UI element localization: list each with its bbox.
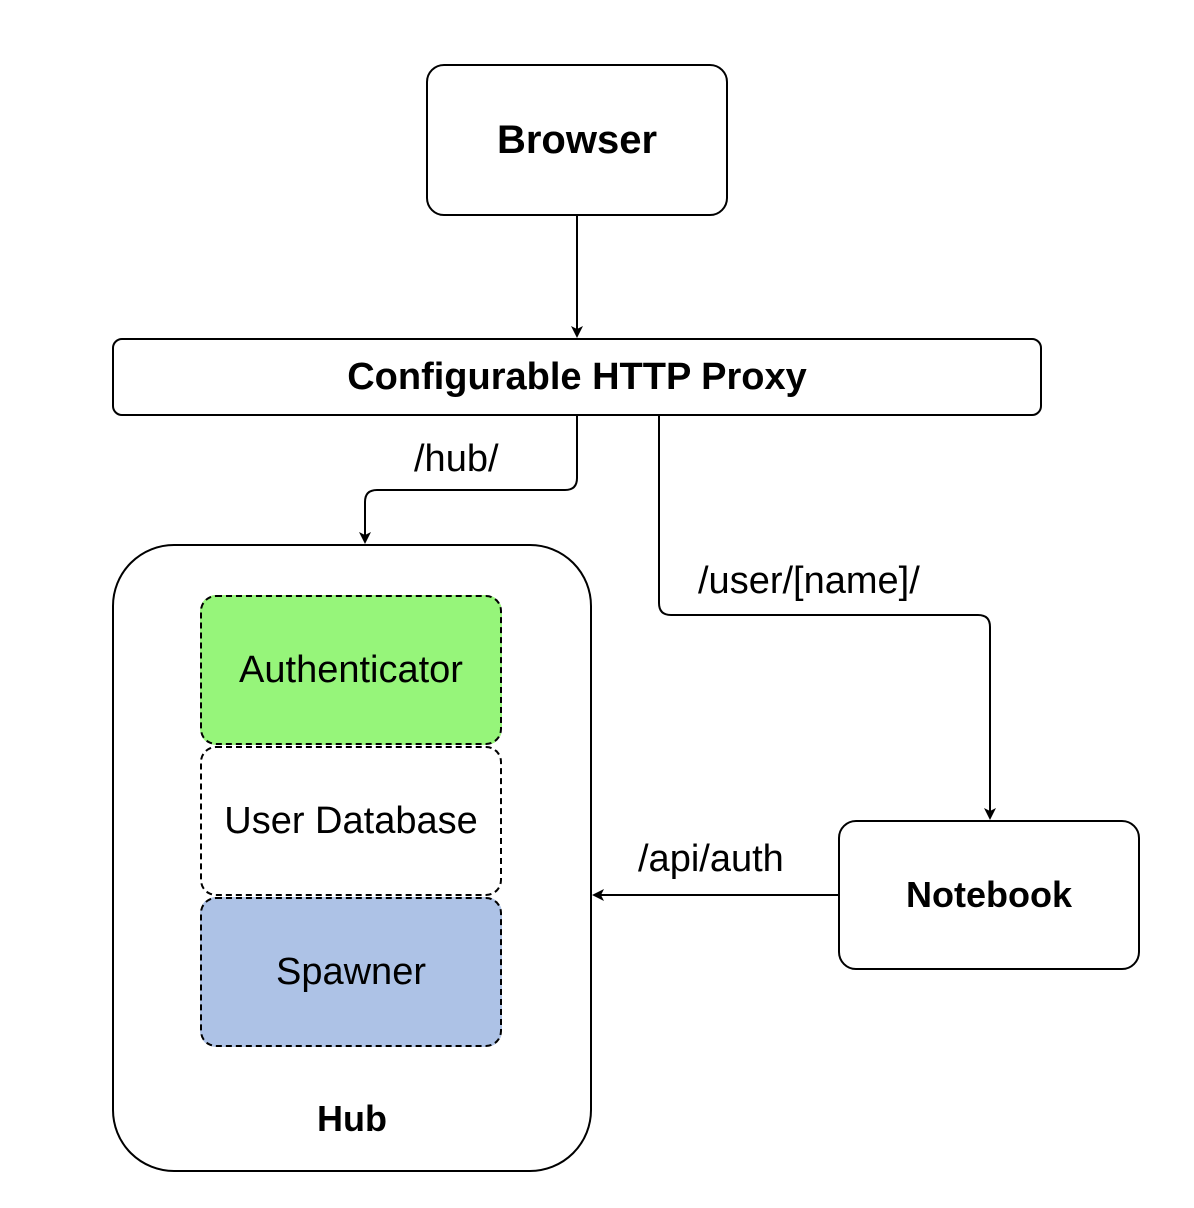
user-database-component: User Database xyxy=(200,746,502,896)
proxy-node: Configurable HTTP Proxy xyxy=(112,338,1042,416)
spawner-component: Spawner xyxy=(200,897,502,1047)
edge-proxy-to-hub xyxy=(359,416,578,544)
edge-label-api-auth: /api/auth xyxy=(634,838,788,881)
notebook-node: Notebook xyxy=(838,820,1140,970)
edge-label-hub: /hub/ xyxy=(410,438,503,481)
browser-node: Browser xyxy=(426,64,728,216)
edge-label-user: /user/[name]/ xyxy=(694,560,924,603)
edge-proxy-to-notebook xyxy=(658,416,996,820)
authenticator-component: Authenticator xyxy=(200,595,502,745)
